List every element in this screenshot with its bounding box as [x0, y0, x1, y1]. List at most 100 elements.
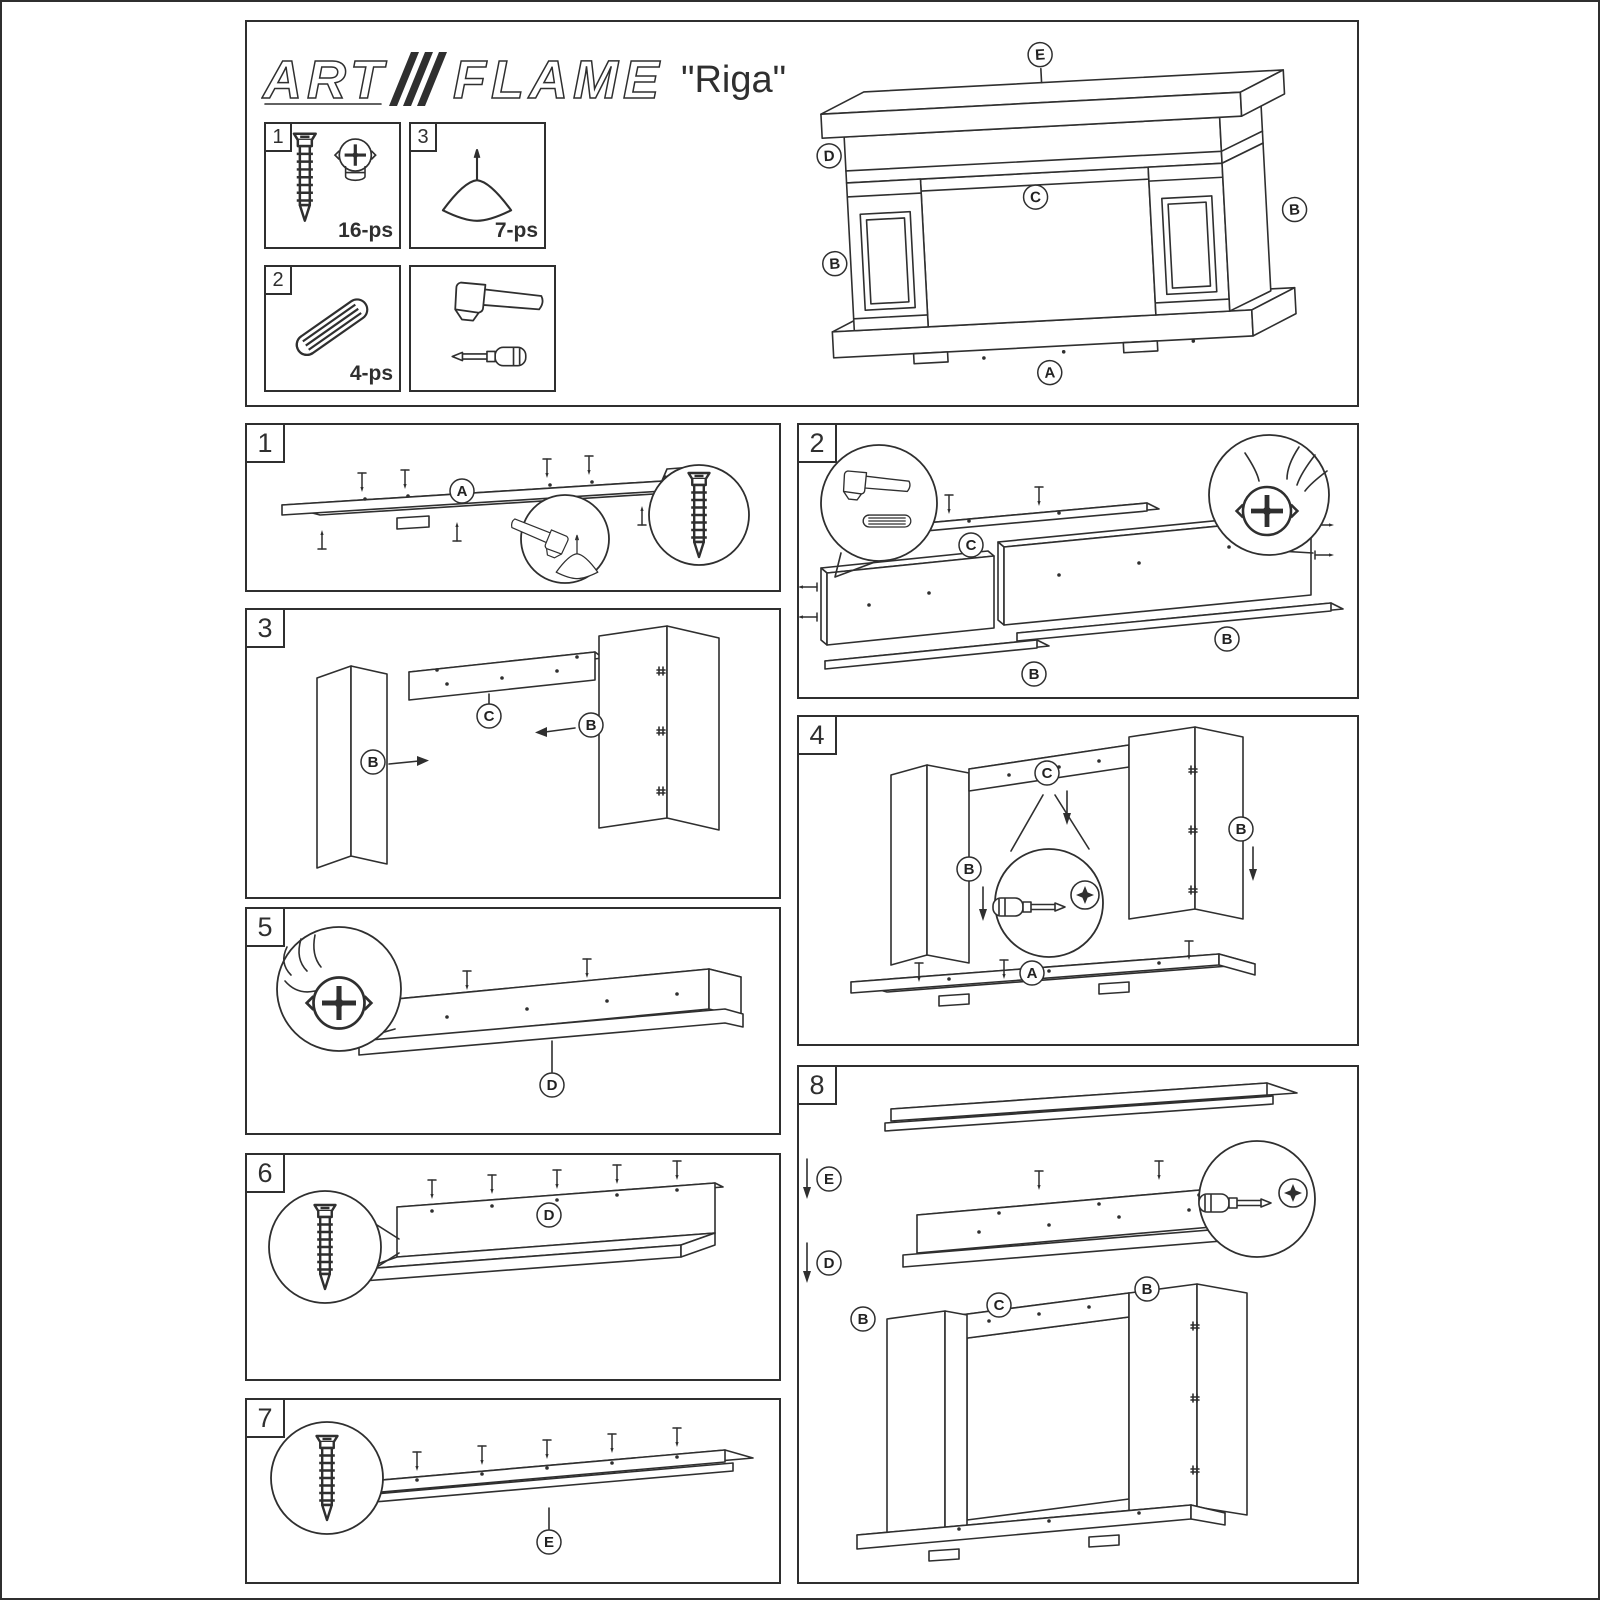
step-8-diagram: E D — [803, 1082, 1316, 1562]
part-label-C: C — [986, 1292, 1012, 1318]
part-label-B-left: B — [850, 1306, 876, 1332]
detail-cam-lock-hand — [1208, 434, 1330, 556]
part-label-B-right: B — [1134, 1276, 1160, 1302]
step-6-diagram: D — [268, 1160, 724, 1304]
label-text: E — [544, 1534, 554, 1551]
label-text: B — [829, 255, 841, 273]
part-2-number: 2 — [266, 267, 292, 295]
part-label-B-left: B — [956, 856, 982, 882]
right-column-panel — [1128, 726, 1244, 920]
label-text: D — [547, 1077, 558, 1094]
hardware-box-1: 1 16-ps — [264, 122, 401, 249]
part-label-A: A — [1019, 960, 1045, 986]
detail-cam-lock-hand — [276, 926, 402, 1052]
label-text: D — [823, 148, 835, 166]
part-label-C: C — [958, 532, 984, 558]
part-label-D: D — [536, 1202, 562, 1228]
top-shelf-board-drawing — [884, 1082, 1298, 1132]
part-label-D: D — [539, 1072, 565, 1098]
step-6-panel: 6 D — [245, 1153, 781, 1381]
left-wall-panel — [799, 550, 995, 646]
label-text: C — [1042, 765, 1053, 782]
step-8-number: 8 — [799, 1067, 837, 1105]
step-6-number: 6 — [247, 1155, 285, 1193]
detail-screwdriver — [992, 848, 1104, 958]
model-name: "Riga" — [681, 59, 786, 101]
part-label-B-right: B — [1228, 816, 1254, 842]
step-2-panel: 2 — [797, 423, 1359, 699]
step-1-number: 1 — [247, 425, 285, 463]
cam-bolt-and-cam-lock-icon — [292, 132, 378, 222]
step-3-number: 3 — [247, 610, 285, 648]
label-text: E — [824, 1171, 834, 1188]
part-label-D: D — [816, 1250, 842, 1276]
step-1-panel: 1 A — [245, 423, 781, 592]
part-label-D: D — [816, 143, 842, 169]
label-text: D — [824, 1255, 835, 1272]
detail-hammer-and-dowel — [820, 444, 938, 562]
label-leader — [1040, 67, 1043, 84]
label-text: A — [1044, 364, 1056, 382]
detail-confirmat-screw — [648, 464, 750, 566]
label-text: D — [544, 1207, 555, 1224]
base-board-drawing — [850, 953, 1256, 1007]
part-label-B-right: B — [1281, 196, 1308, 223]
tools-box — [409, 265, 556, 392]
label-text: C — [484, 708, 495, 725]
arrow-down-d — [803, 1242, 811, 1283]
arrow-down-e — [803, 1158, 811, 1199]
label-text: A — [457, 483, 468, 500]
part-label-E: E — [1027, 41, 1053, 68]
logo-slashes-icon — [389, 52, 447, 106]
part-label-C: C — [476, 703, 502, 729]
label-text: B — [1142, 1281, 1153, 1298]
step-3-panel: 3 C — [245, 608, 781, 899]
label-text: B — [1222, 631, 1233, 648]
step-5-panel: 5 D — [245, 907, 781, 1135]
arrow-down-b-left — [979, 886, 987, 921]
screws-above — [357, 455, 594, 493]
label-text: C — [994, 1297, 1005, 1314]
detail-confirmat-screw — [268, 1190, 382, 1304]
step-7-diagram: E — [270, 1421, 754, 1555]
top-shelf-board-drawing — [350, 1449, 754, 1505]
step-4-number: 4 — [799, 717, 837, 755]
label-text: E — [1035, 46, 1046, 64]
part-label-A: A — [1037, 359, 1063, 386]
part-1-qty: 16-ps — [338, 219, 393, 242]
step-8-panel: 8 E D — [797, 1065, 1359, 1584]
detail-hammer-and-glide — [505, 494, 610, 584]
label-text: B — [586, 717, 597, 734]
part-3-qty: 7-ps — [494, 219, 538, 242]
detail-screwdriver — [1198, 1140, 1316, 1258]
step-7-number: 7 — [247, 1400, 285, 1438]
step-4-diagram: C B B A — [850, 726, 1257, 1007]
assembled-overview-diagram: E D C B B A — [816, 41, 1308, 386]
part-3-number: 3 — [411, 124, 437, 152]
shelf-assembly-drawing — [362, 1182, 724, 1282]
label-text: B — [1029, 666, 1040, 683]
step-7-panel: 7 E — [245, 1398, 781, 1584]
insert-arrow-right — [388, 756, 429, 766]
label-text: B — [368, 754, 379, 771]
label-text: C — [1030, 189, 1042, 207]
label-text: B — [858, 1311, 869, 1328]
label-text: B — [964, 861, 975, 878]
left-column-panel — [890, 764, 970, 966]
part-label-B-right: B — [1214, 626, 1240, 652]
rail-c-drawing — [408, 651, 604, 701]
step-5-diagram: D — [276, 926, 744, 1098]
part-label-B-lower: B — [360, 749, 386, 775]
part-label-E: E — [816, 1166, 842, 1192]
hardware-box-2: 2 4-ps — [264, 265, 401, 392]
label-text: A — [1027, 965, 1038, 982]
step-2-number: 2 — [799, 425, 837, 463]
brand-logo: ART FLAME "Riga" — [261, 49, 786, 111]
detail-confirmat-screw — [270, 1421, 384, 1535]
step-1-diagram: A — [281, 455, 750, 584]
hammer-icon — [454, 281, 544, 322]
right-column-panel — [598, 625, 720, 831]
header-panel: ART FLAME "Riga" 1 16-ps 3 — [245, 20, 1359, 407]
label-text: B — [1289, 201, 1301, 219]
